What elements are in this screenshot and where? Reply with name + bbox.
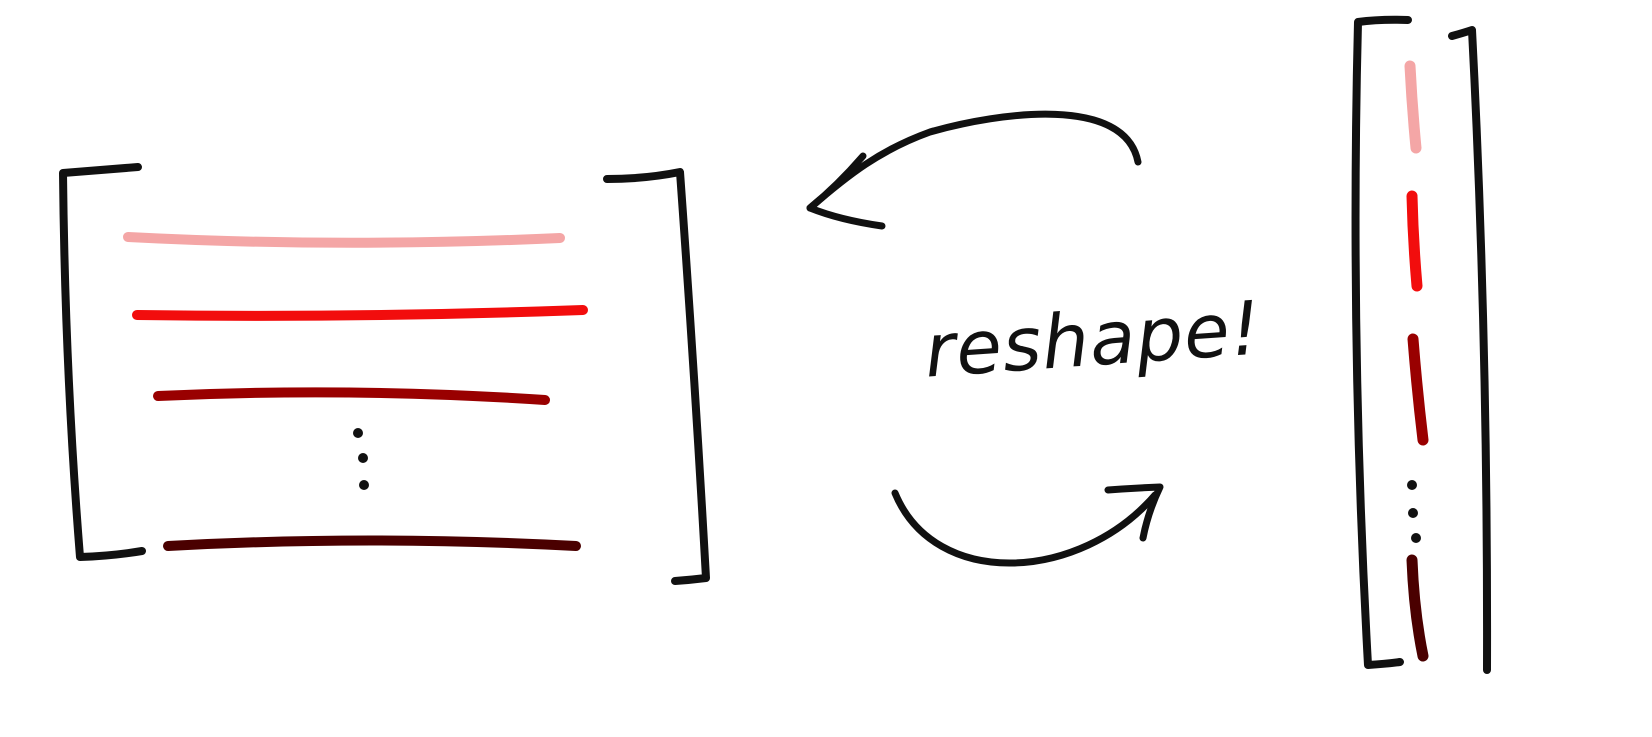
matrix: [59, 163, 710, 585]
vector-segment-3: [1407, 333, 1429, 446]
curved-arrow-to-matrix: [806, 110, 1142, 230]
matrix-row-1: [123, 232, 565, 248]
vector-segment-last: [1406, 554, 1429, 662]
curved-arrow-to-vector: [891, 483, 1164, 567]
matrix-left-bracket: [59, 163, 146, 561]
matrix-row-last: [163, 535, 581, 551]
vector-right-bracket: [1448, 26, 1492, 674]
matrix-row-ellipsis: [353, 428, 369, 490]
vector-segment-ellipsis: [1407, 480, 1421, 543]
vector-segment-1: [1404, 60, 1422, 154]
matrix-row-3: [153, 387, 550, 405]
matrix-right-bracket: [603, 168, 710, 585]
vector: [1351, 15, 1492, 674]
reshape-label: reshape!: [922, 285, 1264, 394]
vector-left-bracket: [1351, 15, 1412, 669]
vector-segment-2: [1406, 190, 1423, 292]
matrix-row-2: [132, 305, 588, 321]
